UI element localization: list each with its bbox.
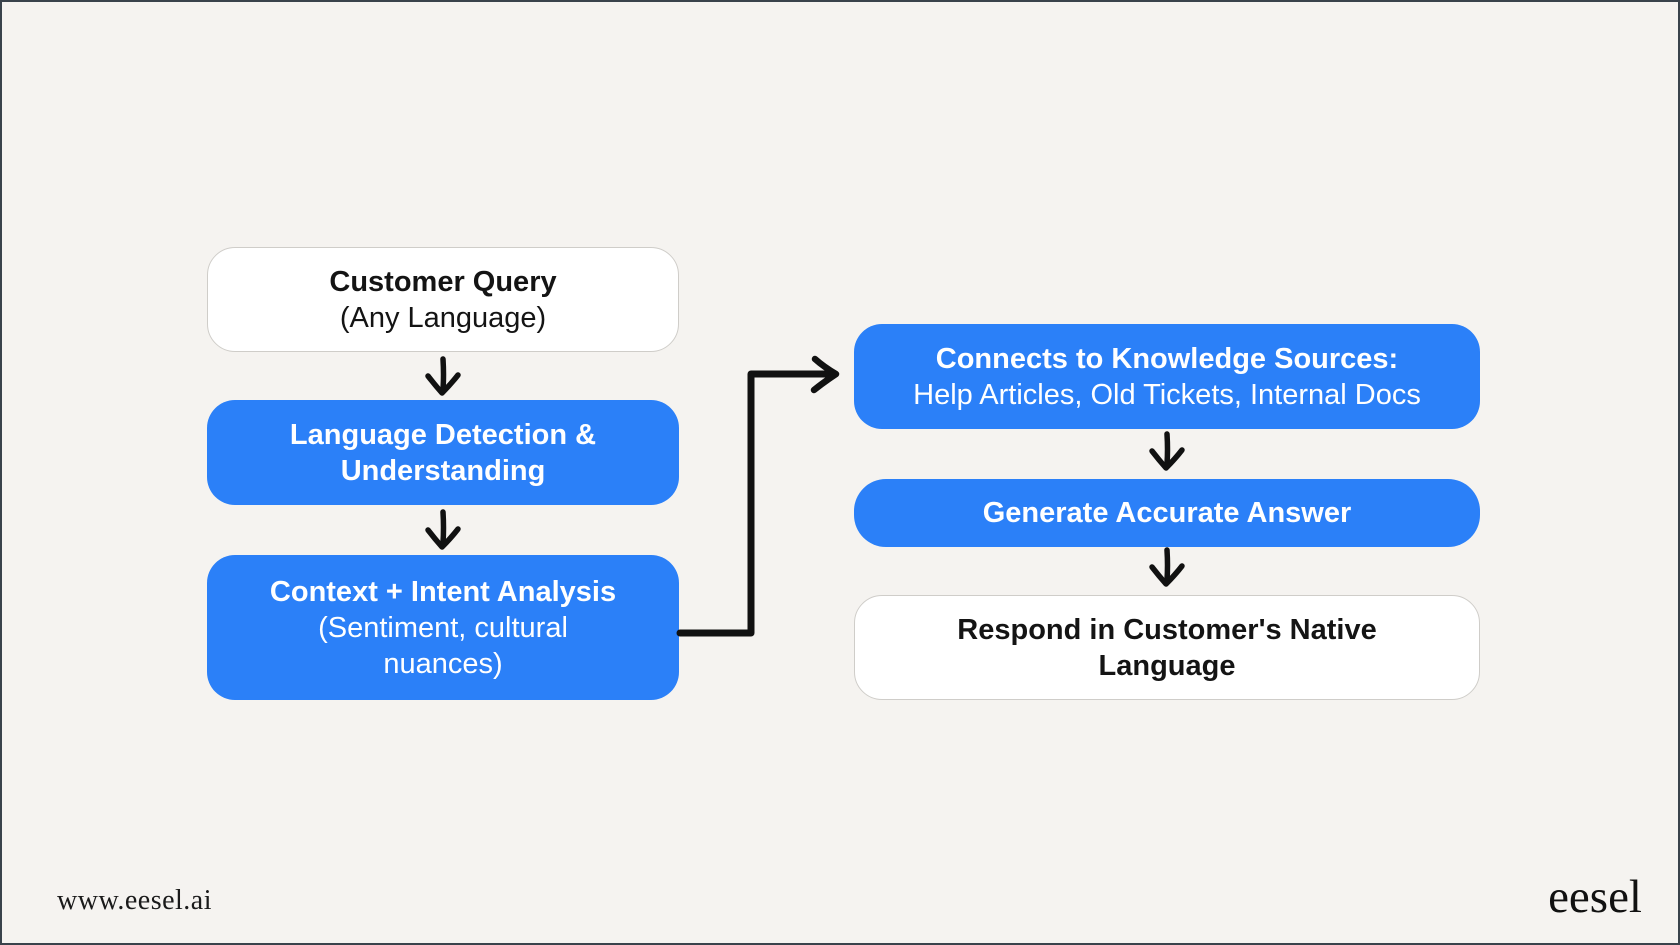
node-subtitle: Help Articles, Old Tickets, Internal Doc… (913, 378, 1421, 411)
arrow-down-icon (425, 509, 461, 550)
node-respond-native-language: Respond in Customer's Native Language (854, 595, 1480, 700)
node-customer-query: Customer Query (Any Language) (207, 247, 679, 352)
elbow-connector-icon (676, 355, 840, 637)
node-knowledge-sources: Connects to Knowledge Sources: Help Arti… (854, 324, 1480, 429)
node-title: Customer Query (329, 265, 557, 298)
node-subtitle: (Sentiment, cultural nuances) (318, 611, 568, 680)
node-title: Language Detection & Understanding (289, 418, 597, 487)
node-title: Connects to Knowledge Sources: (935, 342, 1399, 375)
node-generate-answer: Generate Accurate Answer (854, 479, 1480, 547)
arrow-down-icon (1149, 431, 1185, 471)
node-title: Respond in Customer's Native Language (957, 613, 1377, 682)
website-url: www.eesel.ai (57, 885, 213, 916)
node-language-detection: Language Detection & Understanding (207, 400, 679, 505)
node-subtitle: (Any Language) (339, 301, 547, 334)
arrow-down-icon (1149, 547, 1185, 587)
node-title: Context + Intent Analysis (269, 575, 617, 608)
node-context-intent-analysis: Context + Intent Analysis (Sentiment, cu… (207, 555, 679, 700)
node-title: Generate Accurate Answer (982, 497, 1352, 529)
arrow-down-icon (425, 356, 461, 396)
eesel-logo: eesel (1548, 871, 1642, 923)
